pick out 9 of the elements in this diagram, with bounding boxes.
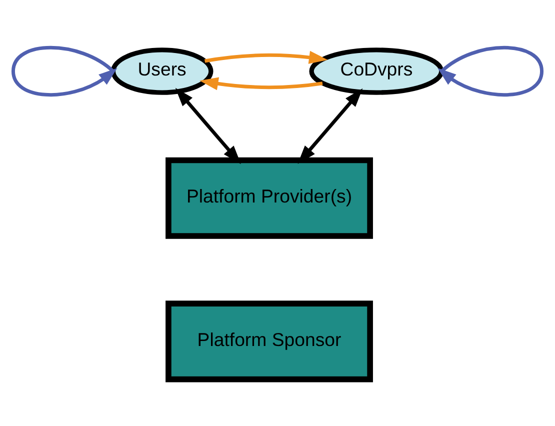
arrow [175, 87, 241, 164]
arrow [204, 50, 328, 64]
node-ellipse: Users [110, 47, 214, 94]
node-box: Platform Provider(s) [166, 156, 373, 238]
arrow [11, 45, 118, 96]
node-box: Platform Sponsor [166, 300, 373, 382]
arrow [298, 88, 363, 164]
arrow [438, 45, 544, 96]
arrow [200, 76, 323, 90]
